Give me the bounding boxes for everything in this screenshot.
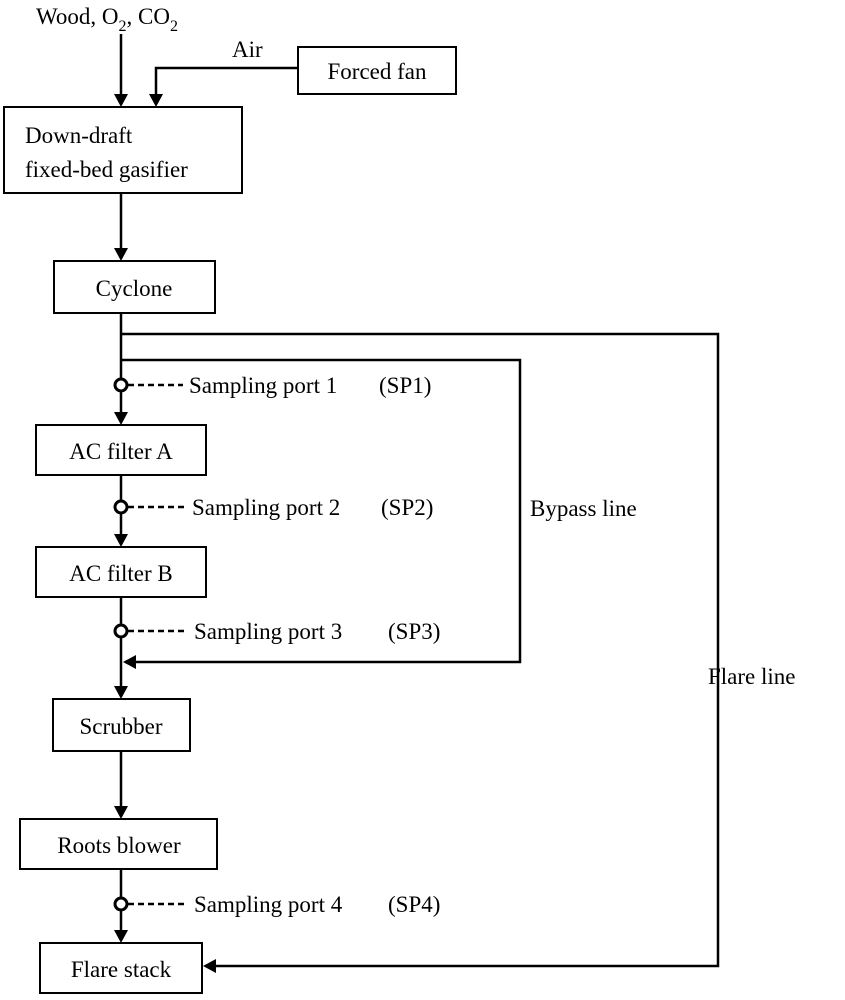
sampling-port-4-code: (SP4): [388, 892, 440, 917]
roots-blower-label: Roots blower: [57, 833, 181, 858]
flare-stack-label: Flare stack: [71, 957, 172, 982]
sampling-port-3-code: (SP3): [388, 619, 440, 644]
bypass-line-arrowhead: [123, 655, 136, 669]
cyclone-box: [53, 260, 216, 314]
bypass-line-label: Bypass line: [530, 496, 637, 521]
ac-filter-b-box: [35, 546, 207, 598]
scrubber-label: Scrubber: [79, 714, 162, 739]
sampling-port-3-label: Sampling port 3: [194, 619, 342, 644]
gasifier-label-line1: Down-draft: [25, 123, 133, 148]
filter-b-arrowhead: [114, 534, 128, 547]
air-arrowhead: [149, 94, 163, 107]
sampling-port-1-label: Sampling port 1: [189, 373, 337, 398]
flare-line-arrowhead: [203, 959, 216, 973]
ac-filter-b-label: AC filter B: [69, 561, 173, 586]
sampling-port-3-marker: [113, 623, 129, 639]
flare-stack-arrowhead: [114, 930, 128, 943]
air-label: Air: [232, 37, 263, 62]
roots-blower-box: [19, 818, 218, 870]
sampling-port-4-marker: [113, 896, 129, 912]
gasifier-to-cyclone-arrowhead: [114, 248, 128, 261]
sampling-port-2-code: (SP2): [381, 495, 433, 520]
bypass-line-path: [121, 358, 522, 664]
ac-filter-a-label: AC filter A: [69, 439, 173, 464]
forced-fan-box: [297, 46, 457, 95]
input-arrowhead: [114, 94, 128, 107]
flare-line-label: Flare line: [708, 664, 796, 689]
gasifier-box: [3, 106, 243, 194]
cyclone-label: Cyclone: [96, 276, 173, 301]
scrubber-box: [52, 698, 191, 752]
flare-stack-box: [39, 942, 203, 994]
forced-fan-label: Forced fan: [328, 59, 427, 84]
sampling-port-2-marker: [113, 499, 129, 515]
scrubber-arrowhead: [114, 686, 128, 699]
air-line: [154, 66, 298, 98]
flare-line-path: [121, 332, 720, 968]
sampling-port-2-label: Sampling port 2: [192, 495, 340, 520]
input-label: Wood, O2, CO2: [36, 4, 178, 35]
gasifier-label-line2: fixed-bed gasifier: [25, 157, 188, 182]
sampling-port-4-label: Sampling port 4: [194, 892, 343, 917]
sampling-port-1-marker: [113, 377, 129, 393]
sampling-port-1-code: (SP1): [379, 373, 431, 398]
filter-a-arrowhead: [114, 412, 128, 425]
roots-blower-arrowhead: [114, 806, 128, 819]
